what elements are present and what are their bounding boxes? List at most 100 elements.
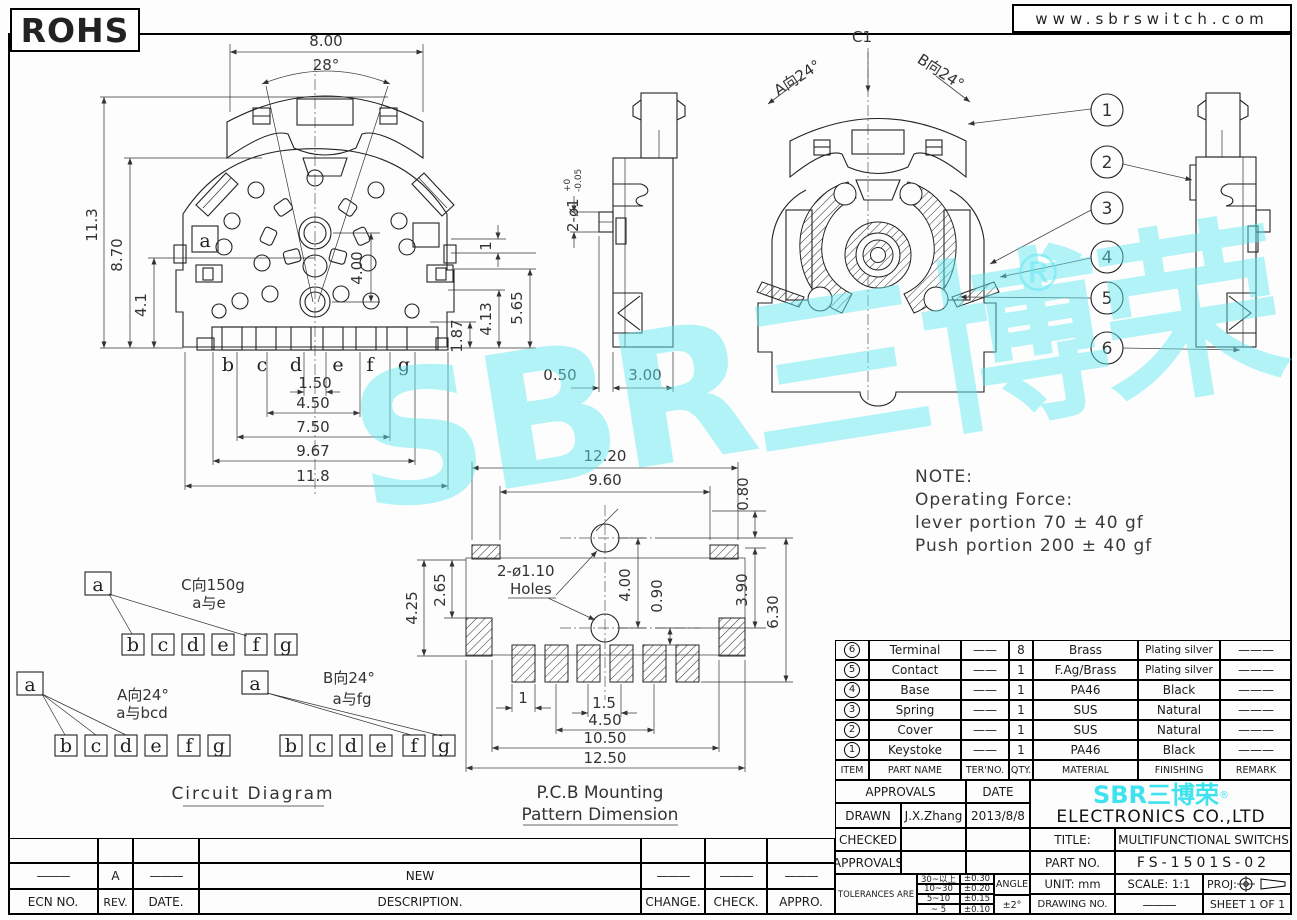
bom-terno-cell: ——: [961, 740, 1009, 760]
rev-date-value: ———: [133, 863, 199, 889]
rev-appro-value: ———: [767, 863, 835, 889]
dim-side-050: 0.50: [543, 366, 576, 384]
rev-header-appro: APPRO.: [767, 889, 835, 915]
circuit-group2-condition: A向24°: [117, 686, 169, 704]
drawing-no-value: ———: [1115, 894, 1203, 915]
circuit-common-terminal: a: [92, 574, 103, 596]
rev-ecn-value: ———: [8, 863, 98, 889]
bom-item-cell: 5: [835, 660, 869, 680]
bom-header-remark: REMARK: [1220, 760, 1292, 780]
bom-remark-cell: ———: [1220, 720, 1292, 740]
terminal-box-label: g: [280, 634, 292, 656]
note-line: lever portion 70 ± 40 gf: [915, 513, 1144, 533]
section-a-label: a: [199, 230, 210, 252]
bom-header-qty: QTY.: [1009, 760, 1033, 780]
rev-empty-cell: [199, 838, 641, 863]
company-block: SBR三博荣® ELECTRONICS CO.,LTD: [1030, 780, 1292, 828]
dim-right-413: 4.13: [477, 302, 495, 335]
circuit-group1-contacts: a与e: [192, 594, 225, 612]
rev-empty-cell: [133, 838, 199, 863]
bom-header-terno: TER'NO.: [961, 760, 1009, 780]
balloon-3-label: 3: [1102, 199, 1113, 219]
checked-name: [901, 828, 966, 851]
bom-item-number: 1: [844, 742, 860, 758]
bom-item-number: 6: [844, 642, 860, 658]
dim-side-300: 3.00: [628, 366, 661, 384]
pcb-title-line1: P.C.B Mounting: [537, 783, 664, 803]
registered-mark: ®: [1219, 790, 1230, 801]
part-balloons: 1 2 3 4 5 6: [959, 93, 1241, 365]
sheet-label: SHEET 1 OF 1: [1203, 894, 1292, 915]
circuit-common-terminal: a: [249, 673, 260, 695]
bom-item-cell: 2: [835, 720, 869, 740]
balloon-4-label: 4: [1102, 248, 1113, 268]
angle-label: ANGLE: [994, 874, 1030, 895]
dim-pivot-span: 4.00: [348, 251, 366, 284]
terminal-label: d: [290, 354, 302, 376]
dim-right-565: 5.65: [508, 291, 526, 324]
rev-header-rev: REV.: [98, 889, 133, 915]
dim-side-hole: 2-ø1 +0 -0.05: [563, 169, 584, 232]
svg-text:-0.05: -0.05: [574, 169, 584, 192]
bom-remark-cell: ———: [1220, 700, 1292, 720]
checked-date: [966, 828, 1030, 851]
terminal-letters: b c d e f g: [222, 354, 410, 376]
terminal-box-label: f: [185, 735, 194, 757]
rohs-label: ROHS: [20, 10, 130, 50]
tolerance-value: ±0.20: [960, 884, 994, 894]
balloon-2-label: 2: [1102, 153, 1113, 173]
terminal-box-label: f: [410, 735, 419, 757]
contact-holes: [211, 169, 420, 319]
bom-qty-cell: 1: [1009, 700, 1033, 720]
dim-body-height: 8.70: [108, 238, 126, 271]
terminal-box-label: c: [91, 735, 102, 757]
section-b-direction: B向24°: [914, 50, 967, 93]
tolerances-label: TOLERANCES ARE: [835, 874, 917, 915]
bom-item-cell: 6: [835, 640, 869, 660]
bom-item-cell: 3: [835, 700, 869, 720]
bom-material-cell: SUS: [1033, 700, 1138, 720]
dim-pcb-265: 2.65: [431, 573, 449, 606]
dim-pcb-pad-width: 1: [518, 689, 528, 707]
dim-bottom-150: 1.50: [298, 374, 331, 392]
company-logo-text: SBR三博荣: [1092, 781, 1220, 809]
drawing-no-label: DRAWING NO.: [1030, 894, 1115, 915]
bom-part-cell: Keystoke: [869, 740, 961, 760]
rev-header-change: CHANGE.: [641, 889, 705, 915]
approvals-label: APPROVALS: [835, 851, 901, 874]
front-view: a: [83, 32, 536, 495]
dim-total-height: 11.3: [83, 208, 101, 241]
pcb-title-line2: Pattern Dimension: [522, 805, 679, 825]
pcb-holes-note-line2: Holes: [510, 580, 552, 598]
section-a-box: [191, 225, 219, 253]
tolerance-range: ~ 5: [917, 904, 960, 915]
note-title: NOTE:: [915, 467, 973, 487]
rear-section-view: C1 A向24° B向24°: [756, 28, 1000, 407]
unit-label: UNIT: mm: [1030, 874, 1115, 894]
circuit-diagram-title: Circuit Diagram: [171, 784, 334, 804]
terminal-box-label: g: [438, 735, 450, 757]
bom-header-finishing: FINISHING: [1138, 760, 1220, 780]
dim-pcb-1250: 12.50: [584, 749, 627, 767]
approvals-name: [901, 851, 966, 874]
bom-finishing-cell: Plating silver: [1138, 660, 1220, 680]
angle-tolerance: ±2°: [994, 895, 1030, 915]
projection-cell: PROJ:: [1203, 874, 1292, 894]
circuit-common-terminal: a: [24, 674, 35, 696]
dim-angle: 28°: [313, 56, 340, 74]
tolerance-range: 30~以上: [917, 874, 960, 884]
dim-pcb-390: 3.90: [733, 573, 751, 606]
dim-pcb-400: 4.00: [616, 568, 634, 601]
tolerance-value: ±0.15: [960, 894, 994, 904]
pcb-pattern-view: 12.20 9.60 0.80 3.90 6.30 4.00 0.90 2.65: [403, 447, 793, 826]
bom-qty-cell: 1: [1009, 660, 1033, 680]
balloon-3: [1090, 191, 1124, 225]
proj-label: PROJ:: [1207, 877, 1237, 891]
rev-empty-cell: [8, 838, 98, 863]
dim-bottom-118: 11.8: [296, 467, 329, 485]
circuit-group3-condition: B向24°: [323, 669, 375, 687]
svg-text:+0: +0: [563, 178, 573, 192]
approvals-date: [966, 851, 1030, 874]
dim-lower-height: 4.1: [132, 293, 150, 317]
